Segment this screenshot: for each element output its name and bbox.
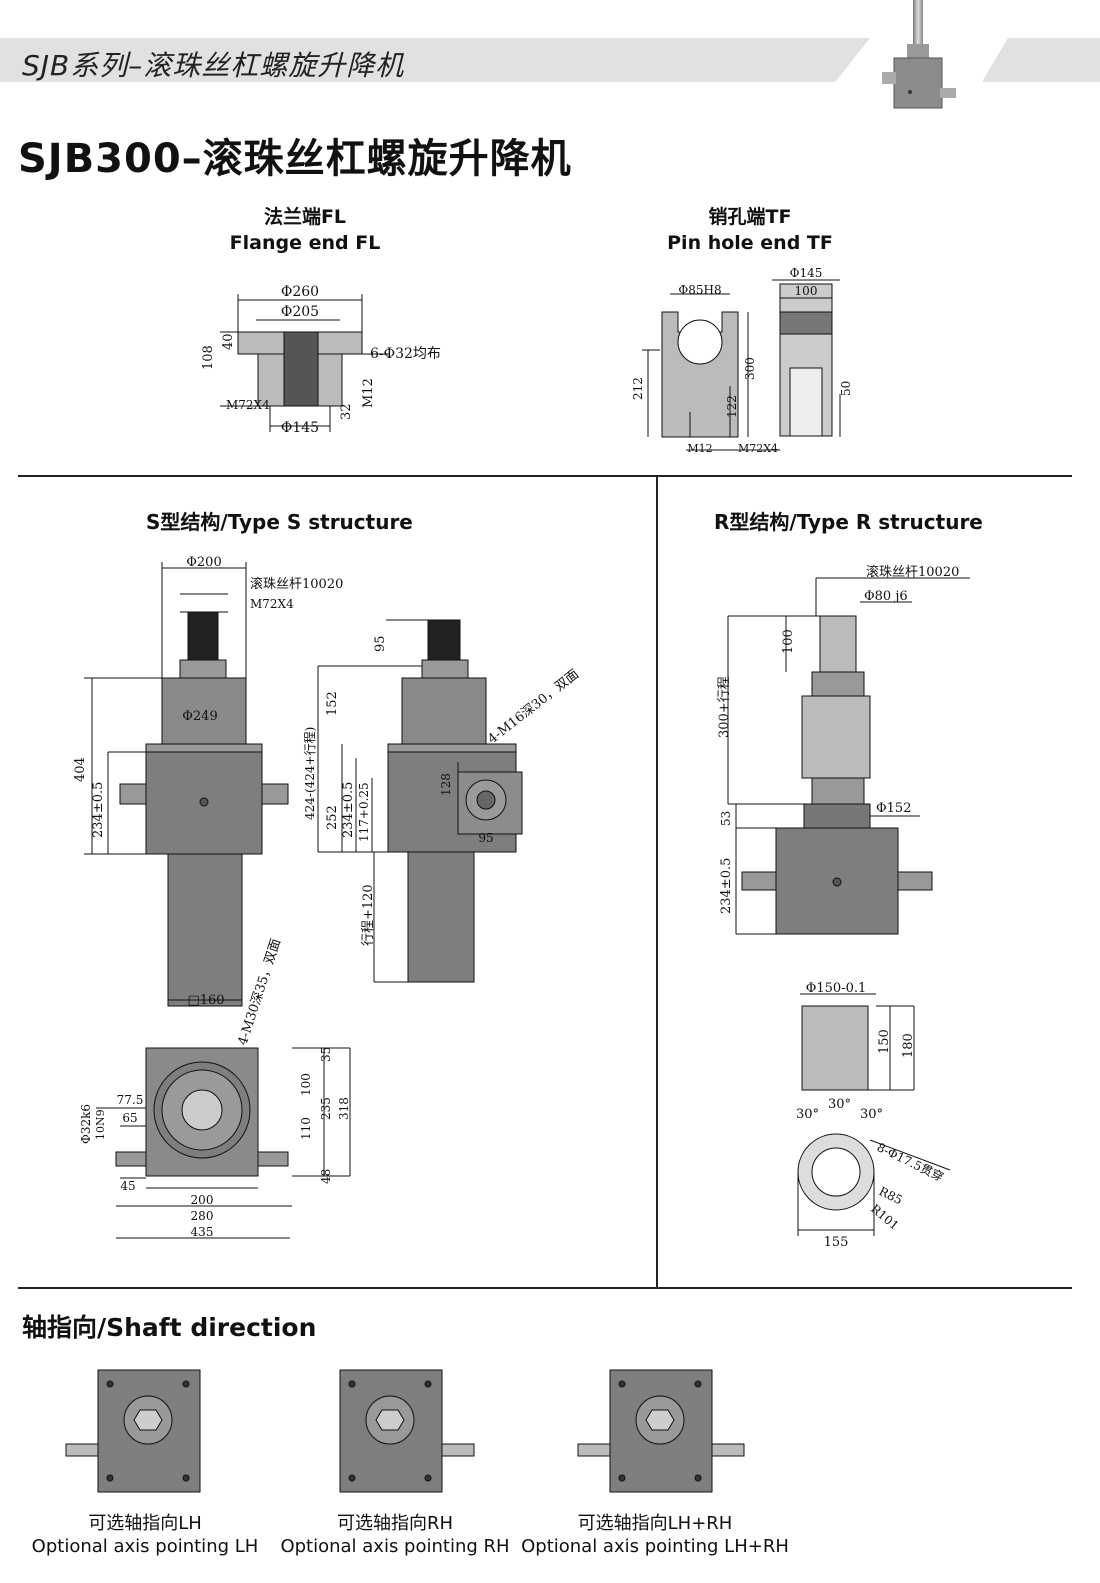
pin-hole-end-caption: 销孔端TF Pin hole end TF xyxy=(630,204,870,256)
dim-s-d252: 252 xyxy=(325,805,340,830)
dim-s-d10n9: 10N9 xyxy=(94,1109,107,1140)
dim-s-d77: 77.5 xyxy=(117,1093,144,1107)
shaft-option-lh-rh: 可选轴指向LH+RH Optional axis pointing LH+RH xyxy=(520,1512,790,1558)
dim-s-m72: M72X4 xyxy=(250,597,294,611)
type-r-title: R型结构/Type R structure xyxy=(714,510,983,534)
pin-hole-end-cn: 销孔端TF xyxy=(708,206,792,228)
dim-s-d152: 152 xyxy=(325,691,340,716)
dim-s-d249: Φ249 xyxy=(182,709,217,724)
dim-s-d32k6: Φ32k6 xyxy=(79,1104,93,1144)
shaft-option-lh-cn: 可选轴指向LH xyxy=(88,1513,202,1534)
dim-pin-d122: 122 xyxy=(725,395,739,418)
divider-bottom xyxy=(18,1287,1072,1289)
dim-pin-d300: 300 xyxy=(743,357,757,380)
type-r-drawing: 滚珠丝杆10020 Φ80 j6 100 300+行程 53 Φ152 234±… xyxy=(717,564,970,1250)
dim-s-stroke: 行程+120 xyxy=(361,884,376,946)
flange-end-en: Flange end FL xyxy=(229,232,381,254)
shaft-lh-diagram xyxy=(65,1369,201,1493)
flange-end-caption: 法兰端FL Flange end FL xyxy=(190,204,420,256)
dim-s-m16: 4-M16深30，双面 xyxy=(485,667,582,747)
dim-r-d80: Φ80 j6 xyxy=(864,589,908,604)
dim-r-a30b: 30° xyxy=(828,1097,851,1112)
dim-s-d35: 35 xyxy=(319,1047,333,1062)
dim-r-d180: 180 xyxy=(901,1033,916,1058)
dim-flange-d205: Φ205 xyxy=(281,304,319,320)
dim-pin-d85: Φ85H8 xyxy=(678,283,721,297)
dim-flange-m12: M12 xyxy=(361,378,376,408)
dim-s-d200b: 200 xyxy=(191,1193,214,1207)
dim-s-screw: 滚珠丝杆10020 xyxy=(250,576,343,592)
dim-pin-d50: 50 xyxy=(839,381,853,396)
dim-s-d234b: 234±0.5 xyxy=(341,782,356,838)
dim-s-d65: 65 xyxy=(122,1111,137,1125)
shaft-option-rh-en: Optional axis pointing RH xyxy=(280,1536,510,1557)
dim-s-d435: 435 xyxy=(191,1225,214,1239)
shaft-option-lh-rh-en: Optional axis pointing LH+RH xyxy=(521,1536,789,1557)
dim-r-d150: 150 xyxy=(877,1029,892,1054)
series-title: SJB系列–滚珠丝杠螺旋升降机 xyxy=(22,49,405,82)
dim-pin-d145: Φ145 xyxy=(790,266,823,280)
type-s-drawing: Φ200 滚珠丝杆10020 M72X4 Φ249 404 234±0.5 □1… xyxy=(73,555,582,1239)
dim-s-d318: 318 xyxy=(337,1097,351,1120)
dim-pin-d100: 100 xyxy=(795,284,818,298)
shaft-option-lh-en: Optional axis pointing LH xyxy=(31,1536,259,1557)
dim-flange-d145: Φ145 xyxy=(281,420,319,436)
pin-hole-end-en: Pin hole end TF xyxy=(667,232,833,254)
dim-r-d150t: Φ150-0.1 xyxy=(806,981,867,996)
dim-pin-d212: 212 xyxy=(631,377,645,400)
dim-pin-m72: M72X4 xyxy=(738,442,778,455)
dim-s-d110: 110 xyxy=(299,1117,313,1140)
series-header-band xyxy=(0,38,870,82)
flange-end-cn: 法兰端FL xyxy=(263,206,347,228)
divider-vertical xyxy=(656,477,658,1288)
dim-s-d95: 95 xyxy=(373,635,388,652)
page-title: SJB300–滚珠丝杠螺旋升降机 xyxy=(18,136,572,182)
dim-pin-m12: M12 xyxy=(687,442,712,455)
dim-s-d200: Φ200 xyxy=(186,555,221,570)
dim-r-d152: Φ152 xyxy=(876,801,911,816)
dim-s-d117: 117+0.25 xyxy=(357,782,371,842)
dim-flange-m72: M72X4 xyxy=(226,398,270,412)
shaft-rh-diagram xyxy=(339,1369,475,1493)
dim-flange-holes: 6-Φ32均布 xyxy=(370,346,441,362)
dim-s-d424: 424-(424+行程) xyxy=(302,727,317,820)
series-header-band-right xyxy=(982,38,1100,82)
flange-end-drawing: Φ260 Φ205 6-Φ32均布 Φ145 M72X4 108 40 M12 … xyxy=(201,284,441,436)
dim-flange-d32: 32 xyxy=(339,403,354,420)
dim-s-d234: 234±0.5 xyxy=(91,782,106,838)
shaft-lh-rh-diagram xyxy=(577,1369,745,1493)
dim-s-d100: 100 xyxy=(299,1073,313,1096)
dim-s-d404: 404 xyxy=(73,757,88,782)
shaft-option-rh: 可选轴指向RH Optional axis pointing RH xyxy=(270,1512,520,1558)
dim-s-d280: 280 xyxy=(191,1209,214,1223)
pin-hole-end-drawing: Φ85H8 Φ145 100 212 300 122 50 M12 M72X4 xyxy=(631,266,853,455)
shaft-option-lh: 可选轴指向LH Optional axis pointing LH xyxy=(20,1512,270,1558)
dim-r-holes: 8-Φ17.5贯穿 xyxy=(875,1139,947,1184)
divider-top xyxy=(18,475,1072,477)
dim-r-d100: 100 xyxy=(781,629,796,654)
dim-s-d48: 48 xyxy=(319,1169,333,1184)
shaft-option-rh-cn: 可选轴指向RH xyxy=(336,1513,454,1534)
dim-s-d95b: 95 xyxy=(478,831,493,845)
product-thumbnail-image xyxy=(882,0,956,109)
dim-s-d160: □160 xyxy=(187,993,224,1008)
dim-r-d234: 234±0.5 xyxy=(719,858,734,914)
dim-flange-d108: 108 xyxy=(201,345,216,370)
dim-r-a30a: 30° xyxy=(796,1107,819,1122)
shaft-option-lh-rh-cn: 可选轴指向LH+RH xyxy=(577,1513,733,1534)
dim-r-screw: 滚珠丝杆10020 xyxy=(866,564,959,580)
dim-r-d300: 300+行程 xyxy=(717,676,732,738)
type-s-title: S型结构/Type S structure xyxy=(146,510,413,534)
shaft-direction-title: 轴指向/Shaft direction xyxy=(22,1313,317,1342)
dim-flange-d260: Φ260 xyxy=(281,284,319,300)
dim-s-m30: 4-M30深35，双面 xyxy=(236,937,285,1047)
dim-s-d235: 235 xyxy=(319,1097,333,1120)
dim-flange-d40: 40 xyxy=(221,333,236,350)
dim-r-a30c: 30° xyxy=(860,1107,883,1122)
dim-r-d53: 53 xyxy=(719,811,733,826)
dim-s-d128: 128 xyxy=(439,773,453,796)
dim-s-d45: 45 xyxy=(120,1179,135,1193)
dim-r-d155: 155 xyxy=(824,1235,849,1250)
